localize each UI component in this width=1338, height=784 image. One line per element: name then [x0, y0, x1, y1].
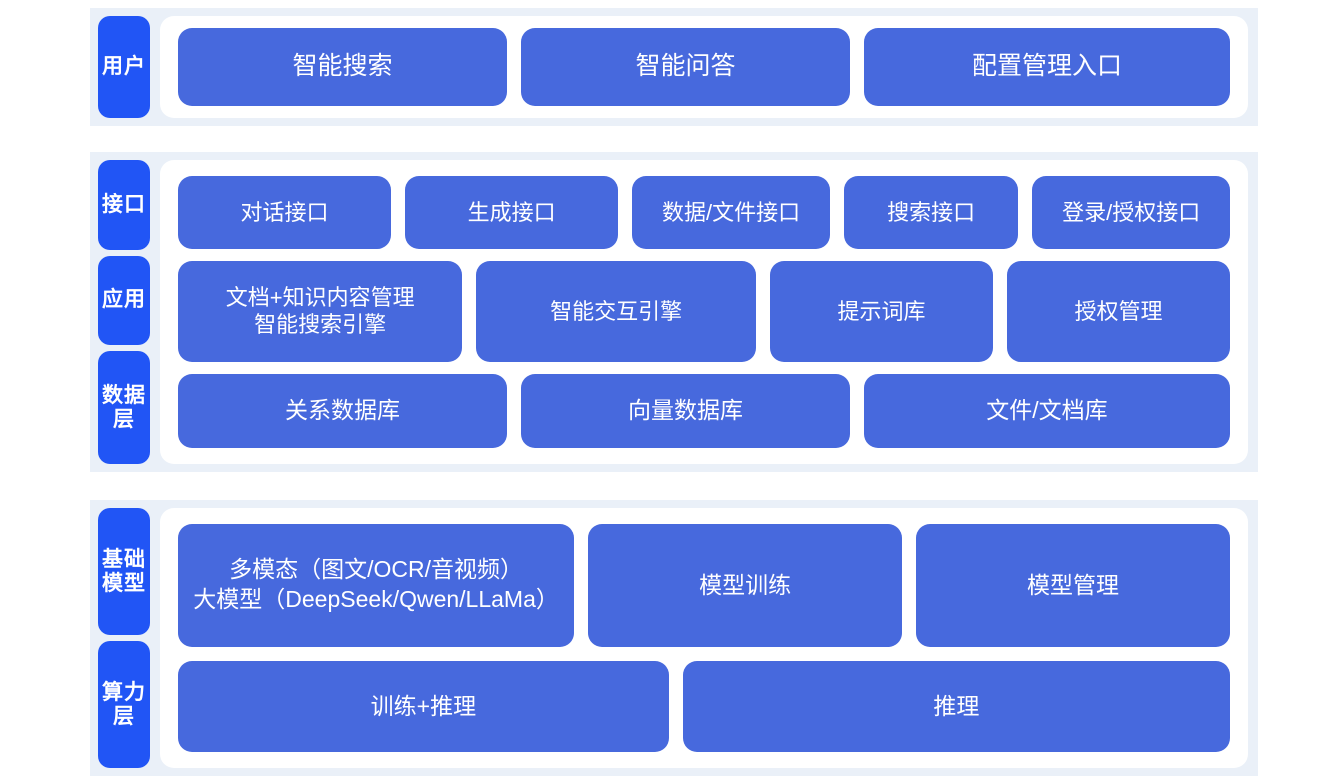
row-data-layer: 关系数据库 向量数据库 文件/文档库 [178, 373, 1230, 448]
node-file-document-store[interactable]: 文件/文档库 [863, 373, 1230, 448]
layer-label-data-text: 数据层 [102, 383, 146, 431]
node-smart-interaction-engine[interactable]: 智能交互引擎 [476, 261, 756, 362]
node-multimodal-large-model[interactable]: 多模态（图文/OCR/音视频） 大模型（DeepSeek/Qwen/LLaMa） [178, 524, 575, 647]
node-model-training[interactable]: 模型训练 [588, 524, 903, 647]
node-login-auth-api[interactable]: 登录/授权接口 [1032, 176, 1231, 250]
row-application: 文档+知识内容管理 智能搜索引擎 智能交互引擎 提示词库 授权管理 [178, 261, 1230, 362]
section-platform-label-column: 接口 应用 数据层 [98, 160, 150, 465]
node-prompt-library[interactable]: 提示词库 [770, 261, 993, 362]
node-smart-search[interactable]: 智能搜索 [178, 28, 507, 106]
node-vector-database[interactable]: 向量数据库 [520, 373, 850, 448]
layer-label-application: 应用 [98, 255, 150, 345]
layer-label-compute: 算力层 [98, 641, 150, 768]
node-search-api[interactable]: 搜索接口 [843, 176, 1019, 250]
node-generation-api[interactable]: 生成接口 [405, 176, 619, 250]
node-inference[interactable]: 推理 [682, 660, 1230, 752]
section-platform: 接口 应用 数据层 对话接口 生成接口 数据/文件接口 搜索接口 登录/授权接口… [90, 152, 1258, 472]
layer-label-foundation-model-text: 基础模型 [102, 547, 146, 595]
node-authorization-management[interactable]: 授权管理 [1007, 261, 1230, 362]
layer-label-foundation-model: 基础模型 [98, 508, 150, 635]
layer-label-interface: 接口 [98, 160, 150, 250]
layer-label-user-text: 用户 [102, 55, 146, 79]
node-training-inference[interactable]: 训练+推理 [178, 660, 669, 752]
section-infrastructure: 基础模型 算力层 多模态（图文/OCR/音视频） 大模型（DeepSeek/Qw… [90, 500, 1258, 776]
node-smart-qa[interactable]: 智能问答 [520, 28, 850, 106]
node-config-management-entry[interactable]: 配置管理入口 [863, 28, 1230, 106]
row-user-entries: 智能搜索 智能问答 配置管理入口 [178, 28, 1230, 106]
section-user-label-column: 用户 [98, 16, 150, 118]
section-user-panel: 智能搜索 智能问答 配置管理入口 [160, 16, 1248, 118]
section-infrastructure-label-column: 基础模型 算力层 [98, 508, 150, 768]
layer-label-user: 用户 [98, 16, 150, 118]
section-user: 用户 智能搜索 智能问答 配置管理入口 [90, 8, 1258, 126]
node-relational-database[interactable]: 关系数据库 [178, 373, 507, 448]
section-infrastructure-panel: 多模态（图文/OCR/音视频） 大模型（DeepSeek/Qwen/LLaMa）… [160, 508, 1248, 768]
node-dialog-api[interactable]: 对话接口 [178, 176, 392, 250]
node-model-management[interactable]: 模型管理 [916, 524, 1230, 647]
layer-label-data: 数据层 [98, 351, 150, 465]
node-data-file-api[interactable]: 数据/文件接口 [632, 176, 830, 250]
layer-label-compute-text: 算力层 [102, 680, 146, 728]
row-foundation-model: 多模态（图文/OCR/音视频） 大模型（DeepSeek/Qwen/LLaMa）… [178, 524, 1230, 647]
row-interface: 对话接口 生成接口 数据/文件接口 搜索接口 登录/授权接口 [178, 176, 1231, 250]
section-platform-panel: 对话接口 生成接口 数据/文件接口 搜索接口 登录/授权接口 文档+知识内容管理… [160, 160, 1248, 464]
node-document-knowledge-management[interactable]: 文档+知识内容管理 智能搜索引擎 [178, 261, 463, 362]
row-compute-layer: 训练+推理 推理 [178, 660, 1230, 752]
layer-label-interface-text: 接口 [102, 192, 146, 216]
layer-label-application-text: 应用 [102, 288, 146, 312]
